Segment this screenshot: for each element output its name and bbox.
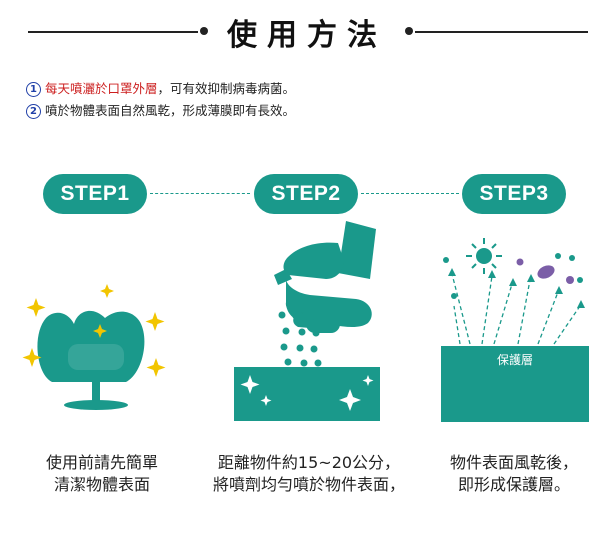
title-dot-right bbox=[405, 27, 413, 35]
note-1-text: ，可有效抑制病毒病菌。 bbox=[157, 81, 296, 96]
title-line-right bbox=[415, 31, 588, 33]
title-line-left bbox=[28, 31, 198, 33]
arrow-heads bbox=[448, 268, 585, 308]
step1-pill: STEP1 bbox=[43, 174, 147, 214]
step2-spray-illustration bbox=[234, 221, 380, 421]
step2-pill: STEP2 bbox=[254, 174, 358, 214]
spray-hand-icon bbox=[274, 221, 376, 333]
step3-pill: STEP3 bbox=[462, 174, 566, 214]
connector-2-3 bbox=[361, 193, 459, 194]
deflection-lines bbox=[451, 273, 581, 345]
sparkle-icons bbox=[22, 284, 166, 377]
germ-icon-purple bbox=[516, 258, 574, 284]
note-number-1: 1 bbox=[26, 82, 41, 97]
step3-caption: 物件表面風乾後， 即形成保護層。 bbox=[449, 453, 578, 494]
connector-1-2 bbox=[150, 193, 250, 194]
note-2: 2 噴於物體表面自然風乾，形成薄膜即有長效。 bbox=[26, 100, 295, 119]
step3-protection-illustration bbox=[441, 238, 589, 422]
small-germ-dots bbox=[443, 253, 583, 299]
step2-caption: 距離物件約15~20公分， 將噴劑均勻噴於物件表面， bbox=[212, 453, 405, 494]
note-2-text: 噴於物體表面自然風乾，形成薄膜即有長效。 bbox=[45, 103, 296, 118]
shine-icons bbox=[240, 375, 374, 411]
title-dot-left bbox=[200, 27, 208, 35]
note-1-highlight: 每天噴灑於口罩外層 bbox=[45, 81, 158, 96]
note-1: 1 每天噴灑於口罩外層，可有效抑制病毒病菌。 bbox=[26, 78, 295, 97]
note-number-2: 2 bbox=[26, 104, 41, 119]
germ-icon-green bbox=[466, 238, 502, 274]
protective-layer-label: 保護層 bbox=[496, 353, 533, 367]
chair-icon bbox=[37, 310, 145, 410]
protective-layer-box bbox=[441, 346, 589, 422]
step1-caption: 使用前請先簡單 清潔物體表面 bbox=[45, 453, 158, 494]
page-title: 使用方法 bbox=[227, 18, 387, 53]
step1-chair-illustration bbox=[22, 284, 166, 410]
surface-box bbox=[234, 367, 380, 421]
spray-droplets bbox=[278, 311, 322, 367]
